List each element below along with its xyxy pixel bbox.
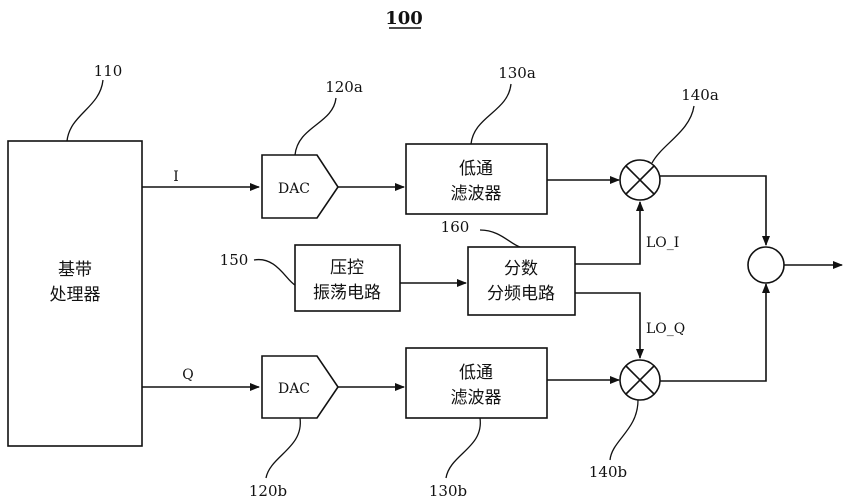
mixer-q xyxy=(619,359,661,401)
vco-ref: 150 xyxy=(220,251,249,269)
q-signal-label: Q xyxy=(182,367,193,383)
mixer-q-to-summer-wire xyxy=(660,283,770,382)
baseband-processor-leader xyxy=(66,79,104,142)
lpf-q-label-line1: 低通 xyxy=(459,363,493,383)
vco-block xyxy=(294,244,401,312)
mixer-i-ref: 140a xyxy=(681,86,719,104)
lpf-q-block xyxy=(405,347,548,419)
vco-leader xyxy=(253,259,296,286)
baseband-processor-ref: 110 xyxy=(94,62,123,80)
dac-q-ref: 120b xyxy=(249,482,287,500)
vco-label-line2: 振荡电路 xyxy=(313,283,381,303)
divider-label-line2: 分频电路 xyxy=(487,284,555,304)
baseband-processor-block xyxy=(7,140,143,447)
mixer-i xyxy=(619,159,661,201)
baseband-processor-label-line2: 处理器 xyxy=(50,285,101,305)
divider-block xyxy=(467,246,576,316)
mixer-q-cross-b xyxy=(625,365,655,395)
dac-i-label: DAC xyxy=(278,181,310,197)
lo-i-label: LO_I xyxy=(646,235,679,251)
dac-q-leader xyxy=(265,417,301,479)
lpf-i-label-line1: 低通 xyxy=(459,159,493,179)
divider-leader xyxy=(479,229,521,248)
dac-i-ref: 120a xyxy=(325,78,363,96)
i-signal-label: I xyxy=(173,169,179,185)
mixer-i-leader xyxy=(651,105,695,164)
dac-i-leader xyxy=(294,97,337,156)
dac-i-block xyxy=(261,154,339,219)
dac-q-block xyxy=(261,355,339,419)
summer-circle xyxy=(747,246,785,284)
vco-label-line1: 压控 xyxy=(330,258,364,278)
dac-q-label: DAC xyxy=(278,381,310,397)
lo-q-wire xyxy=(575,292,644,359)
lo-i-wire xyxy=(575,201,644,265)
lpf-q-label-line2: 滤波器 xyxy=(451,388,502,408)
mixer-q-ref: 140b xyxy=(589,463,627,481)
mixer-q-leader xyxy=(609,399,639,461)
divider-ref: 160 xyxy=(441,218,470,236)
divider-label-line1: 分数 xyxy=(504,259,538,279)
mixer-i-to-summer-wire xyxy=(660,175,770,246)
baseband-processor-label-line1: 基带 xyxy=(58,260,92,280)
lpf-i-label-line2: 滤波器 xyxy=(451,184,502,204)
lpf-i-block xyxy=(405,143,548,215)
lo-q-label: LO_Q xyxy=(646,321,685,337)
lpf-q-ref: 130b xyxy=(429,482,467,500)
mixer-i-cross-b xyxy=(625,165,655,195)
lpf-q-leader xyxy=(445,417,481,479)
lpf-i-leader xyxy=(470,83,512,145)
figure-number: 100 xyxy=(385,8,423,29)
lpf-i-ref: 130a xyxy=(498,64,536,82)
